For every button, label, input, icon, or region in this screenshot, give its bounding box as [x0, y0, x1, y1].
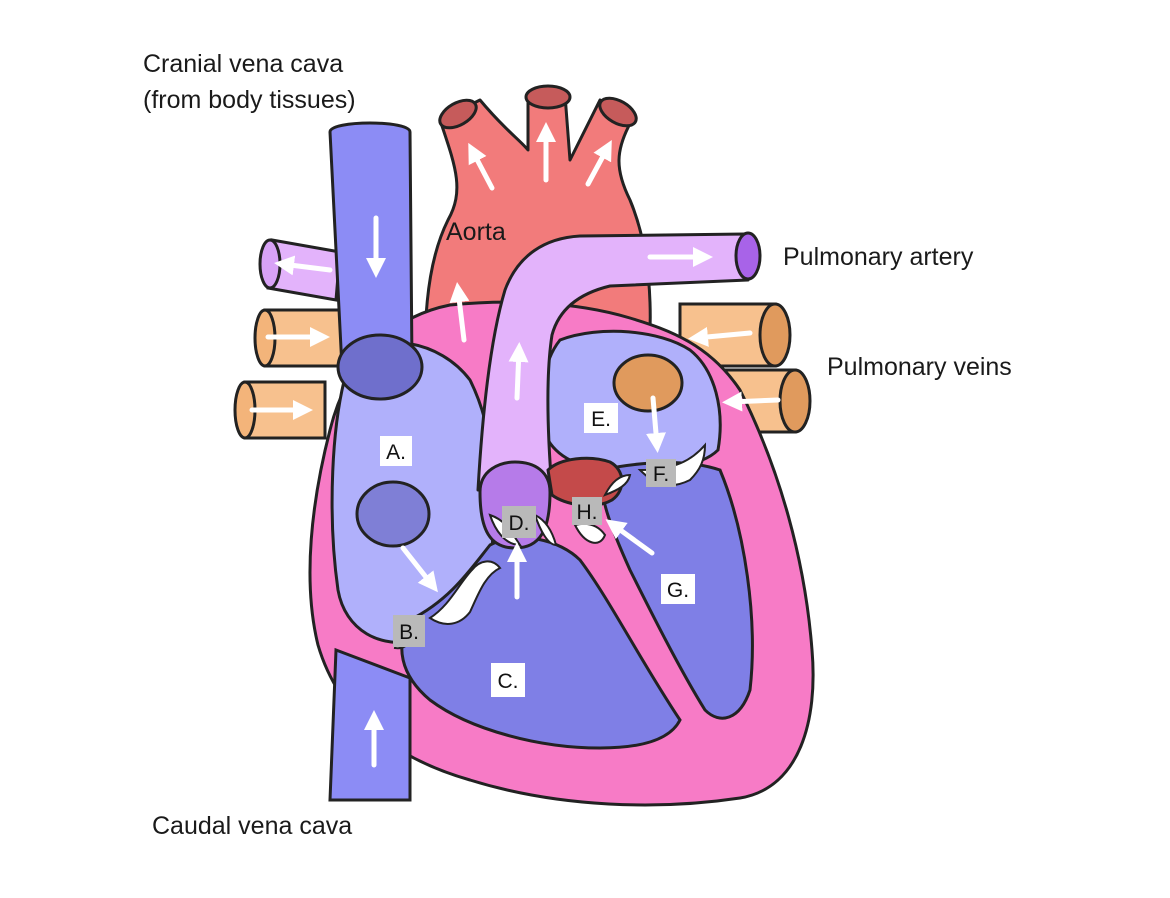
- tag-d: D.: [502, 506, 536, 538]
- cranial-vena-cava: [328, 121, 424, 401]
- arrow-pulmonary-trunk: [508, 342, 529, 401]
- arrow-pulmonary-vein-right-upper: [688, 326, 753, 347]
- tag-g-text: G.: [667, 579, 689, 602]
- arrow-aorta-right-branch: [585, 139, 612, 187]
- label-cranial-vena-cava: Cranial vena cava: [143, 50, 343, 78]
- tag-g: G.: [661, 574, 695, 604]
- arrow-right-atrium-to-ventricle: [400, 545, 438, 593]
- label-cranial-vena-cava-note: (from body tissues): [143, 86, 356, 114]
- arrow-aorta-left-branch: [468, 142, 495, 191]
- tag-h-text: H.: [577, 501, 598, 524]
- tag-h: H.: [572, 497, 602, 525]
- caudal-vena-cava-opening: [355, 480, 431, 548]
- blood-flow-arrows: [249, 122, 781, 768]
- arrow-pulmonary-vein-right-lower: [722, 391, 781, 412]
- arrow-pulmonary-artery-left: [274, 255, 333, 276]
- tag-b-text: B.: [399, 621, 419, 644]
- tag-c-text: C.: [498, 670, 519, 693]
- tag-c: C.: [491, 663, 525, 697]
- tag-d-text: D.: [509, 512, 530, 535]
- label-pulmonary-artery: Pulmonary artery: [783, 243, 974, 271]
- label-aorta: Aorta: [446, 218, 506, 246]
- tag-f: F.: [646, 459, 676, 487]
- pulmonary-veins-left: [233, 308, 347, 440]
- pulmonary-vein-opening: [612, 353, 684, 413]
- label-pulmonary-veins: Pulmonary veins: [827, 353, 1012, 381]
- tag-b: B.: [393, 615, 425, 647]
- tag-a-text: A.: [386, 441, 406, 464]
- label-caudal-vena-cava: Caudal vena cava: [152, 812, 352, 840]
- tag-f-text: F.: [653, 463, 669, 486]
- tag-e: E.: [584, 403, 618, 433]
- caudal-vena-cava: [328, 647, 412, 802]
- arrow-ascending-aorta: [449, 282, 470, 343]
- pulmonary-artery-left-branch: [258, 238, 342, 302]
- tag-a: A.: [380, 436, 412, 466]
- tag-e-text: E.: [591, 408, 611, 431]
- arrow-left-atrium-to-ventricle: [646, 395, 666, 453]
- arrow-left-ventricle-outflow: [605, 519, 655, 556]
